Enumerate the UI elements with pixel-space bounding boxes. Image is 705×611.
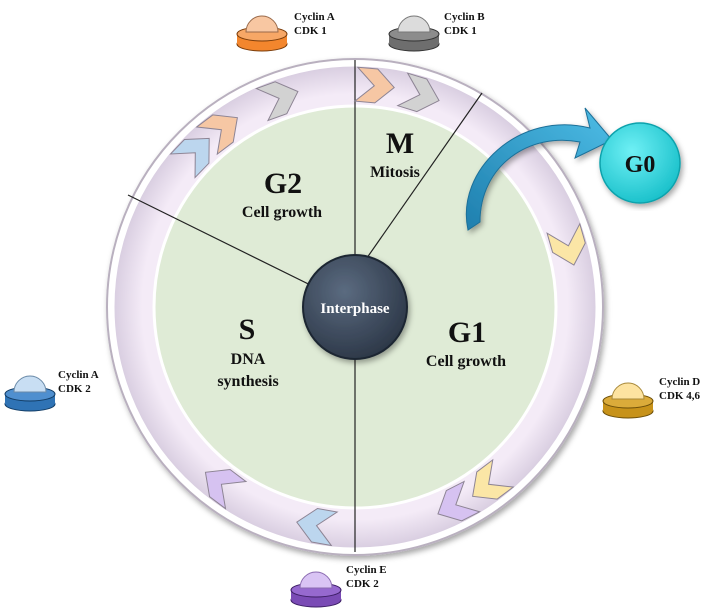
chevron-arrow-icon — [546, 222, 586, 266]
phase-m-letter: M — [386, 127, 414, 160]
cyclin-e-cdk2-complex: Cyclin E CDK 2 — [290, 564, 387, 608]
cyclin-d-cdk46-line1: Cyclin D — [659, 376, 700, 388]
chevron-arrow-icon — [255, 81, 299, 122]
chevron-arrow-icon — [396, 72, 440, 113]
chevron-arrow-icon — [437, 480, 481, 522]
chevron-arrow-icon — [472, 458, 515, 500]
cyclin-d-cdk46-line2: CDK 4,6 — [659, 390, 700, 402]
cyclin-e-cdk2-icon — [290, 571, 342, 608]
exit-to-g0-arrow-icon — [465, 107, 613, 231]
chevron-arrow-icon — [296, 507, 339, 547]
cyclin-a-cdk2-line2: CDK 2 — [58, 383, 91, 395]
cyclin-b-cdk1-line1: Cyclin B — [444, 11, 485, 23]
phase-s-letter: S — [239, 313, 256, 346]
interphase-label: Interphase — [320, 301, 390, 317]
interphase-circle — [302, 254, 408, 360]
phase-g2-name: Cell growth — [242, 204, 322, 221]
cyclin-a-cdk1-line1: Cyclin A — [294, 11, 335, 23]
cyclin-d-cdk46-icon — [602, 382, 654, 419]
chevron-arrow-icon — [195, 114, 238, 156]
g0-circle — [599, 122, 681, 204]
cyclin-e-cdk2-line2: CDK 2 — [346, 578, 379, 590]
chevron-arrow-icon — [169, 137, 210, 179]
cyclin-e-cdk2-line1: Cyclin E — [346, 564, 387, 576]
cyclin-a-cdk2-icon — [4, 375, 56, 412]
cyclin-b-cdk1-icon — [388, 15, 440, 52]
cyclin-a-cdk1-complex: Cyclin A CDK 1 — [236, 11, 335, 52]
divider-m-g1 — [354, 92, 483, 276]
phase-m-name: Mitosis — [370, 164, 420, 181]
phase-s-name-line2: synthesis — [217, 373, 278, 390]
cyclin-a-cdk1-line2: CDK 1 — [294, 25, 327, 37]
cyclin-a-cdk2-line1: Cyclin A — [58, 369, 99, 381]
cyclin-a-cdk1-icon — [236, 15, 288, 52]
phase-s-name-line1: DNA — [231, 351, 266, 368]
cyclin-b-cdk1-complex: Cyclin B CDK 1 — [388, 11, 485, 52]
phase-g2-letter: G2 — [264, 167, 302, 200]
cyclin-a-cdk2-complex: Cyclin A CDK 2 — [4, 369, 99, 412]
chevron-markers — [169, 66, 586, 547]
g0-label: G0 — [625, 152, 656, 178]
cyclin-d-cdk46-complex: Cyclin D CDK 4,6 — [602, 376, 700, 419]
phase-g1-name: Cell growth — [426, 353, 506, 370]
chevron-arrow-icon — [353, 66, 395, 104]
cyclin-b-cdk1-line2: CDK 1 — [444, 25, 477, 37]
chevron-arrow-icon — [204, 469, 248, 510]
phase-g1-letter: G1 — [448, 316, 486, 349]
